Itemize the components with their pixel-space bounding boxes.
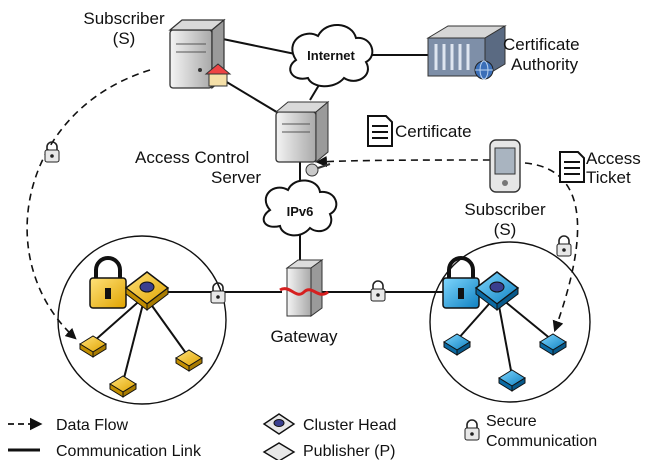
- blue-publisher-icon: [443, 333, 471, 356]
- yellow-cluster-padlock-icon: [89, 256, 127, 309]
- access-control-server-icon: [274, 100, 331, 177]
- legend-data-flow-label: Data Flow: [56, 417, 128, 434]
- legend-data-flow: Data Flow: [8, 417, 128, 434]
- legend-lock-icon: [464, 419, 480, 441]
- legend-cluster-head-label: Cluster Head: [303, 417, 396, 434]
- lock-ticket-flow-icon: [556, 235, 572, 257]
- legend-publisher-label: Publisher (P): [303, 443, 395, 460]
- access-control-server-label: Access Control: [135, 148, 249, 167]
- legend-communication-link-label: Communication Link: [56, 443, 202, 460]
- blue-cluster-head-icon: [474, 271, 520, 312]
- legend-cluster-head: Cluster Head: [262, 413, 396, 435]
- ipv6-cloud-icon: [262, 179, 338, 237]
- yellow-cluster-boundary: [57, 235, 227, 405]
- blue-publisher-icon: [539, 333, 567, 356]
- legend-secure-sublabel: Communication: [486, 433, 597, 450]
- blue-cluster-padlock-icon: [442, 256, 480, 309]
- yellow-cluster-head-icon: [124, 271, 170, 312]
- data-flow-acs-to-cluster: [524, 162, 579, 333]
- certificate-authority-icon: [426, 25, 507, 80]
- access-control-server-sublabel: Server: [211, 168, 261, 187]
- lock-yellow-link-icon: [210, 282, 226, 304]
- yellow-publisher-icon: [175, 349, 203, 372]
- subscriber-server-icon: [168, 18, 232, 90]
- access-ticket-label: Access: [586, 149, 641, 168]
- subscriber-top-label: Subscriber: [83, 9, 165, 28]
- blue-cluster-boundary: [429, 241, 591, 403]
- certificate-document-icon: [367, 115, 393, 147]
- subscriber-mobile-label: Subscriber: [464, 200, 546, 219]
- internet-cloud-icon: [289, 24, 374, 88]
- certificate-authority-sublabel: Authority: [511, 55, 579, 74]
- subscriber-mobile-sublabel: (S): [494, 220, 517, 239]
- link-subscriber-internet: [217, 37, 301, 56]
- subscriber-top-sublabel: (S): [113, 29, 136, 48]
- certificate-authority-label: Certificate: [503, 35, 580, 54]
- certificate-label: Certificate: [395, 122, 472, 141]
- legend-secure-communication: Secure Communication: [464, 413, 597, 450]
- legend: Data Flow Communication Link Cluster Hea…: [8, 413, 597, 460]
- access-ticket-sublabel: Ticket: [586, 168, 631, 187]
- yellow-publisher-icon: [79, 335, 107, 358]
- internet-label: Internet: [307, 48, 355, 63]
- yellow-publisher-icon: [109, 375, 137, 398]
- legend-publisher: Publisher (P): [262, 442, 395, 460]
- link-subscriber-acs: [219, 77, 286, 118]
- legend-communication-link: Communication Link: [8, 443, 202, 460]
- mobile-subscriber-icon: [489, 139, 521, 193]
- data-flow-subscriber-to-acs: [315, 155, 491, 168]
- gateway-icon: [279, 259, 329, 317]
- yellow-cluster-links: [92, 295, 189, 383]
- gateway-label: Gateway: [270, 327, 338, 346]
- data-flow-subscriber-to-cluster: [26, 69, 151, 340]
- lock-subscriber-flow-icon: [44, 141, 60, 163]
- data-flows: [26, 69, 579, 340]
- ipv6-label: IPv6: [287, 204, 314, 219]
- legend-secure-label: Secure: [486, 413, 537, 430]
- lock-blue-link-icon: [370, 280, 386, 302]
- access-ticket-icon: [559, 151, 585, 183]
- blue-publisher-icon: [498, 369, 526, 392]
